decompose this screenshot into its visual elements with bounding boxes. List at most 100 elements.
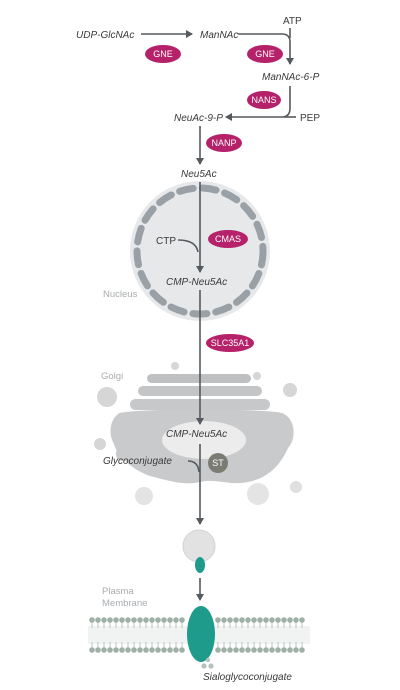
arrow-glycoconjugate-hook xyxy=(187,460,200,473)
lipid-head xyxy=(155,647,161,653)
label-glycoconjugate: Glycoconjugate xyxy=(103,456,172,467)
plasma-membrane-label-line1: Plasma xyxy=(102,586,134,597)
nucleus-label: Nucleus xyxy=(103,289,138,300)
lipid-head xyxy=(167,617,173,623)
golgi-apparatus xyxy=(94,362,302,505)
lipid-head xyxy=(119,617,125,623)
label-ctp: CTP xyxy=(156,236,176,247)
lipid-head xyxy=(95,647,101,653)
lipid-head xyxy=(173,647,179,653)
enzyme-nans: NANS xyxy=(247,91,281,109)
lipid-head xyxy=(113,647,119,653)
lipid-head xyxy=(125,647,131,653)
svg-text:NANS: NANS xyxy=(251,95,276,105)
enzyme-gne-1: GNE xyxy=(145,45,181,63)
lipid-head xyxy=(263,617,269,623)
lipid-head xyxy=(161,617,167,623)
lipid-head xyxy=(149,647,155,653)
lipid-head xyxy=(173,617,179,623)
lipid-head xyxy=(227,647,233,653)
label-mannac: ManNAc xyxy=(200,30,238,41)
lipid-head xyxy=(227,617,233,623)
svg-text:GNE: GNE xyxy=(153,49,173,59)
lipid-head xyxy=(257,617,263,623)
lipid-head xyxy=(155,617,161,623)
label-neu5ac: Neu5Ac xyxy=(181,169,217,180)
lipid-head xyxy=(113,617,119,623)
lipid-head xyxy=(257,647,263,653)
lipid-head xyxy=(239,647,245,653)
lipid-head xyxy=(149,617,155,623)
label-atp: ATP xyxy=(283,16,302,27)
lipid-head xyxy=(281,647,287,653)
lipid-head xyxy=(287,647,293,653)
svg-text:ST: ST xyxy=(212,458,224,468)
lipid-head xyxy=(233,617,239,623)
lipid-head xyxy=(143,647,149,653)
arrow-mannac6p-to-neuac9p xyxy=(225,86,291,121)
lipid-head xyxy=(245,647,251,653)
lipid-head xyxy=(101,647,107,653)
lipid-head xyxy=(239,617,245,623)
lipid-head xyxy=(251,647,257,653)
svg-text:GNE: GNE xyxy=(255,49,275,59)
plasma-membrane-label-line2: Membrane xyxy=(102,598,147,609)
label-mannac-6-p: ManNAc-6-P xyxy=(262,72,320,83)
lipid-head xyxy=(215,617,221,623)
lipid-head xyxy=(95,617,101,623)
enzyme-st: ST xyxy=(208,453,228,473)
lipid-head xyxy=(131,647,137,653)
lipid-head xyxy=(269,647,275,653)
label-sialoglycoconjugate: Sialoglycoconjugate xyxy=(203,672,292,683)
lipid-head xyxy=(263,647,269,653)
lipid-head xyxy=(221,617,227,623)
svg-text:NANP: NANP xyxy=(211,138,236,148)
lipid-head xyxy=(221,647,227,653)
enzyme-nanp: NANP xyxy=(206,134,242,152)
lipid-head xyxy=(275,617,281,623)
lipid-head xyxy=(233,647,239,653)
arrow-mannac-to-mannac6p xyxy=(238,33,294,65)
lipid-head xyxy=(275,647,281,653)
enzyme-slc35a1: SLC35A1 xyxy=(206,334,254,352)
pathway-arrows xyxy=(141,28,296,601)
lipid-head xyxy=(293,617,299,623)
vesicle-transporter xyxy=(195,557,205,573)
lipid-head xyxy=(137,617,143,623)
label-udp-glcnac: UDP-GlcNAc xyxy=(76,30,134,41)
lipid-head xyxy=(167,647,173,653)
enzyme-gne-2: GNE xyxy=(247,45,283,63)
lipid-head xyxy=(299,617,305,623)
lipid-head xyxy=(161,647,167,653)
lipid-head xyxy=(137,647,143,653)
lipid-head xyxy=(131,617,137,623)
lipid-head xyxy=(107,647,113,653)
lipid-head xyxy=(179,647,185,653)
lipid-head xyxy=(215,647,221,653)
lipid-head xyxy=(293,647,299,653)
label-cmp-neu5ac-nucleus: CMP-Neu5Ac xyxy=(166,277,227,288)
svg-text:SLC35A1: SLC35A1 xyxy=(211,338,250,348)
lipid-head xyxy=(143,617,149,623)
lipid-head xyxy=(107,617,113,623)
enzyme-cmas: CMAS xyxy=(208,230,248,248)
arrow-ctp-hook xyxy=(177,239,199,253)
lipid-head xyxy=(119,647,125,653)
label-neuac-9-p: NeuAc-9-P xyxy=(174,113,223,124)
golgi-label: Golgi xyxy=(101,371,123,382)
lipid-head xyxy=(125,617,131,623)
lipid-head xyxy=(299,647,305,653)
lipid-head xyxy=(245,617,251,623)
lipid-head xyxy=(101,617,107,623)
lipid-head xyxy=(269,617,275,623)
label-cmp-neu5ac-golgi: CMP-Neu5Ac xyxy=(166,429,227,440)
lipid-head xyxy=(89,647,95,653)
lipid-head xyxy=(89,617,95,623)
lipid-head xyxy=(287,617,293,623)
lipid-head xyxy=(281,617,287,623)
lipid-head xyxy=(179,617,185,623)
label-pep: PEP xyxy=(300,113,320,124)
svg-text:CMAS: CMAS xyxy=(215,234,241,244)
membrane-glycoprotein xyxy=(187,606,215,662)
